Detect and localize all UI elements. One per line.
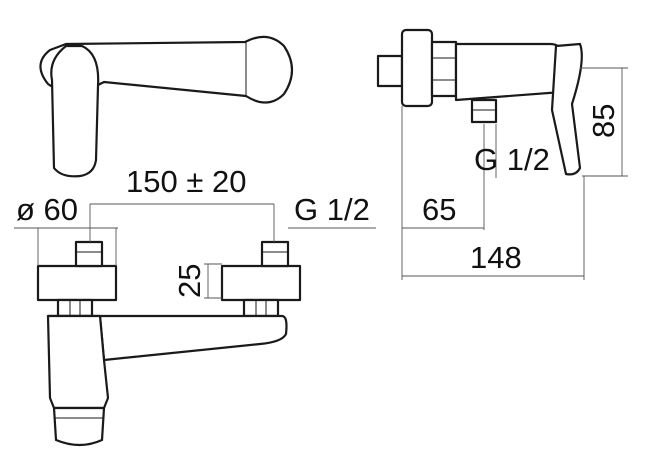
- dim-total-depth: 148: [470, 240, 522, 275]
- side-view-lever: [550, 42, 583, 176]
- dimension-labels: ø 60 150 ± 20 G 1/2 25 G 1/2 65 148 85: [16, 104, 621, 298]
- side-inlet-connector: [376, 54, 404, 88]
- dimension-lines: [14, 67, 628, 299]
- top-view-body: [39, 35, 294, 104]
- left-nut: [56, 298, 94, 318]
- right-rosette: [220, 264, 302, 302]
- side-view-body: [454, 42, 564, 102]
- top-view-lever: [50, 44, 100, 178]
- dim-eccentric-height: 25: [172, 264, 207, 298]
- dim-thread-inlet: G 1/2: [294, 192, 370, 227]
- dim-diameter: ø 60: [16, 192, 78, 227]
- side-view: [376, 28, 583, 176]
- front-view: [36, 240, 302, 447]
- dim-wall-offset: 65: [422, 192, 456, 227]
- top-view: [39, 35, 294, 178]
- dim-body-height: 85: [586, 104, 621, 138]
- dim-center-distance: 150 ± 20: [126, 164, 246, 199]
- side-nut: [430, 40, 458, 98]
- side-rosette: [400, 28, 434, 108]
- front-view-lever-tip: [52, 406, 106, 447]
- right-eccentric-connector: [260, 240, 290, 268]
- right-nut: [242, 298, 280, 318]
- front-view-body: [46, 314, 288, 362]
- front-view-lever: [46, 314, 110, 410]
- left-eccentric-connector: [74, 240, 104, 268]
- left-rosette: [36, 264, 118, 302]
- side-outlet-connector: [470, 98, 498, 124]
- dim-thread-outlet: G 1/2: [474, 142, 550, 177]
